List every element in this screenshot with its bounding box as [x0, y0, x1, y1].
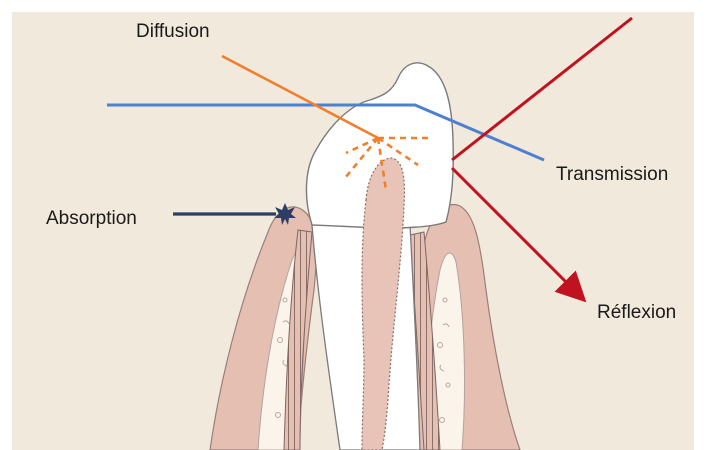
label-absorption: Absorption	[46, 209, 137, 228]
label-diffusion: Diffusion	[136, 22, 210, 41]
label-reflexion: Réflexion	[597, 303, 676, 322]
label-transmission: Transmission	[556, 165, 668, 184]
